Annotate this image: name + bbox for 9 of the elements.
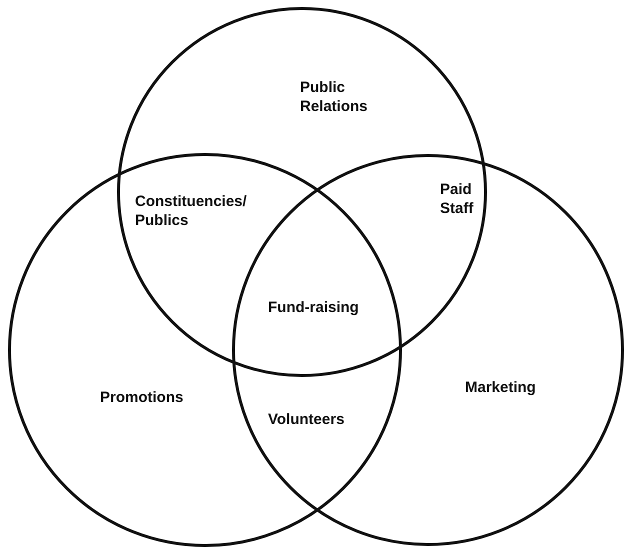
overlap-label: Volunteers bbox=[268, 410, 346, 429]
overlap-label: Fund-raising bbox=[268, 298, 360, 317]
set-label: Marketing bbox=[465, 378, 537, 397]
venn-circle bbox=[8, 153, 402, 547]
venn-circle bbox=[117, 7, 487, 377]
set-label: Promotions bbox=[100, 388, 184, 407]
set-label: Public Relations bbox=[300, 78, 369, 116]
overlap-label: Paid Staff bbox=[440, 180, 474, 218]
overlap-label: Constituencies/ Publics bbox=[135, 192, 248, 230]
